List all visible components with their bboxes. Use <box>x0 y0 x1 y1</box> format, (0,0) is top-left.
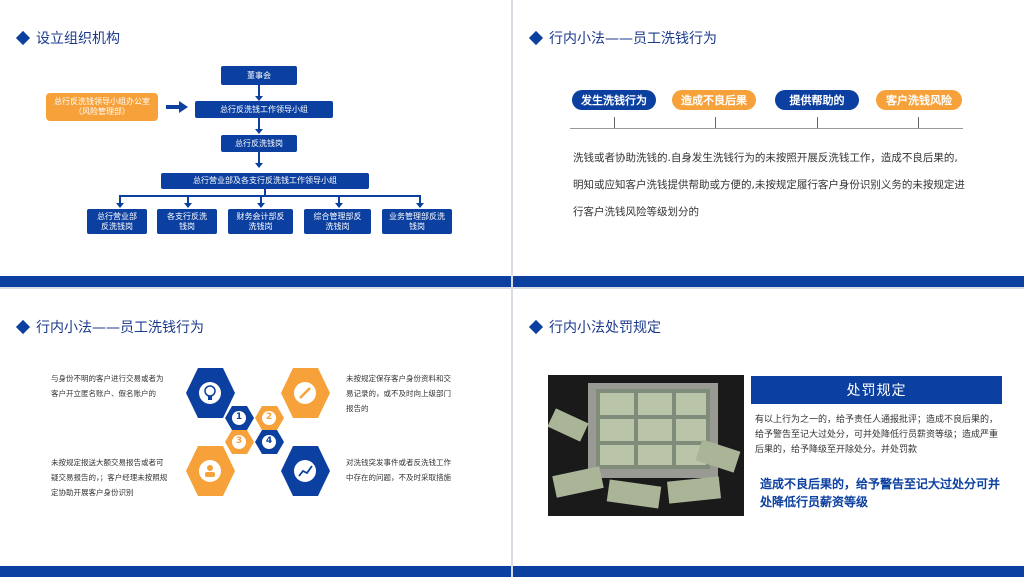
slide-org-structure[interactable]: 设立组织机构 董事会 总行反洗钱领导小组办公室（风险管理部） 总行反洗钱工作领导… <box>0 0 511 287</box>
penalty-banner: 处罚规定 <box>751 376 1002 404</box>
leader-group-box: 总行反洗钱工作领导小组 <box>195 101 333 118</box>
money-case-photo <box>548 375 744 516</box>
timeline-tick <box>918 117 919 129</box>
slide-employee-laundering-hex[interactable]: 行内小法——员工洗钱行为 与身份不明的客户进行交易或者为客户开立匿名账户、假名账… <box>0 289 511 577</box>
pill-label: 提供帮助的 <box>775 90 859 110</box>
slide-title: 设立组织机构 <box>15 28 120 48</box>
footer-bar <box>0 276 511 287</box>
item-text: 与身份不明的客户进行交易或者为客户开立匿名账户、假名账户的 <box>51 374 164 398</box>
footer-bar <box>513 566 1024 577</box>
board-box: 董事会 <box>221 66 297 85</box>
slide-title-text: 行内小法——员工洗钱行为 <box>36 320 204 336</box>
arrow-down-icon <box>255 129 263 134</box>
slide-penalty-rules[interactable]: 行内小法处罚规定 <box>513 289 1024 577</box>
arrow-down-icon <box>257 203 265 208</box>
connector <box>260 195 262 204</box>
footer-bar <box>0 566 511 577</box>
hex-cluster <box>186 368 330 496</box>
slide-title-text: 行内小法处罚规定 <box>549 320 661 336</box>
slide-employee-laundering[interactable]: 行内小法——员工洗钱行为 发生洗钱行为 造成不良后果 提供帮助的 客户洗钱风险 … <box>513 0 1024 287</box>
item-text: 对洗钱突发事件或者反洗钱工作中存在的问题，不及时采取措施 <box>346 458 451 482</box>
pill-label: 客户洗钱风险 <box>876 90 962 110</box>
slide-title-text: 行内小法——员工洗钱行为 <box>549 31 717 47</box>
pill-label: 造成不良后果 <box>672 90 756 110</box>
slide-title: 行内小法处罚规定 <box>528 317 661 337</box>
connector <box>338 195 340 204</box>
item-text: 未按规定保存客户身份资料和交易记录的，或不及时向上级部门报告的 <box>346 374 451 413</box>
timeline-tick <box>715 117 716 129</box>
connector <box>264 189 266 196</box>
slide-title: 行内小法——员工洗钱行为 <box>15 317 204 337</box>
penalty-paragraph: 有以上行为之一的，给予责任人通报批评；造成不良后果的，给予警告至记大过处分，可并… <box>755 415 999 455</box>
diamond-icon <box>528 319 544 335</box>
footer-bar <box>513 276 1024 287</box>
timeline-tick <box>817 117 818 129</box>
timeline-tick <box>614 117 615 129</box>
dept-box: 业务管理部反洗钱岗 <box>382 209 452 234</box>
dept-box: 财务会计部反洗钱岗 <box>228 209 293 234</box>
timeline <box>570 128 963 129</box>
arrow-right-icon <box>166 101 188 113</box>
connector <box>187 195 189 204</box>
diamond-icon <box>15 319 31 335</box>
connector <box>258 152 260 164</box>
branch-group-box: 总行营业部及各支行反洗钱工作领导小组 <box>161 173 369 189</box>
connector <box>258 85 260 97</box>
arrow-down-icon <box>116 203 124 208</box>
arrow-down-icon <box>255 163 263 168</box>
connector <box>119 195 121 204</box>
arrow-down-icon <box>255 96 263 101</box>
connector <box>119 195 420 197</box>
penalty-highlight: 造成不良后果的，给予警告至记大过处分可并处降低行员薪资等级 <box>760 477 1001 509</box>
item-text: 未按规定报送大额交易报告或者可疑交易报告的，；客户经理未按照规定协助开展客户身份… <box>51 458 168 497</box>
arrow-down-icon <box>184 203 192 208</box>
body-paragraph: 洗钱或者协助洗钱的.自身发生洗钱行为的未按照开展反洗钱工作，造成不良后果的,明知… <box>573 152 965 218</box>
arrow-down-icon <box>335 203 343 208</box>
dept-box: 各支行反洗钱岗 <box>157 209 217 234</box>
connector <box>258 118 260 130</box>
diamond-icon <box>528 30 544 46</box>
slide-title-text: 设立组织机构 <box>36 31 120 47</box>
step-number: 2 <box>265 412 273 422</box>
step-number: 3 <box>235 436 243 446</box>
dept-box: 综合管理部反洗钱岗 <box>304 209 371 234</box>
office-note-box: 总行反洗钱领导小组办公室（风险管理部） <box>46 93 158 121</box>
arrow-down-icon <box>416 203 424 208</box>
pill-label: 发生洗钱行为 <box>572 90 656 110</box>
step-number: 1 <box>235 412 243 422</box>
aml-post-box: 总行反洗钱岗 <box>221 135 297 152</box>
step-number: 4 <box>265 436 273 446</box>
connector <box>419 195 421 204</box>
diamond-icon <box>15 30 31 46</box>
slide-title: 行内小法——员工洗钱行为 <box>528 28 717 48</box>
dept-box: 总行营业部反洗钱岗 <box>87 209 147 234</box>
